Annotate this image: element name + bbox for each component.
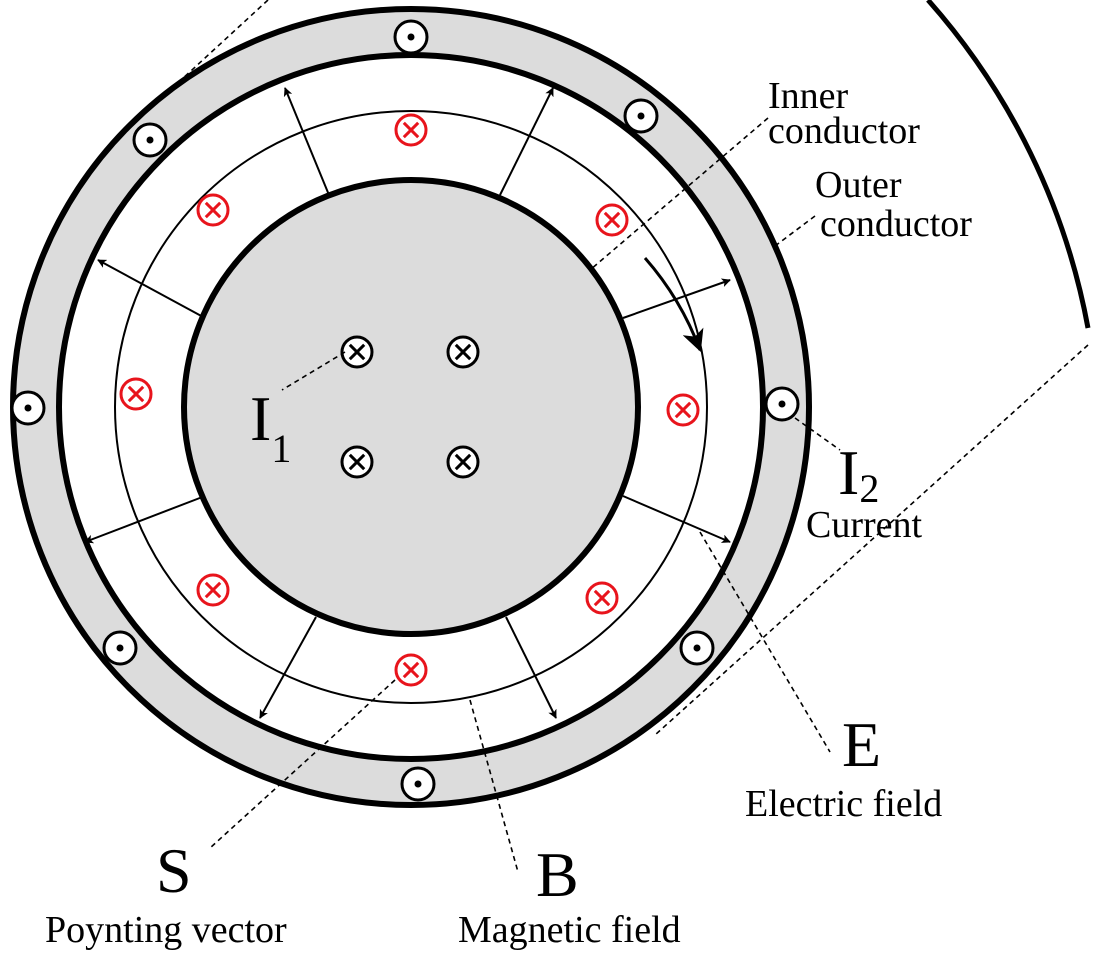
circle-cross-icon (196, 573, 230, 607)
inner-conductor-label: Inner conductor (768, 75, 920, 152)
circle-cross-icon (446, 335, 480, 369)
circle-dot-icon (132, 122, 168, 158)
radial-arrow (84, 495, 206, 544)
radial-arrow (622, 278, 731, 319)
circle-dot-icon (764, 386, 800, 422)
circle-cross-icon (585, 581, 619, 615)
inner-current-markers (340, 335, 480, 479)
radial-arrow (97, 259, 206, 319)
i2-label: I2 (838, 437, 879, 511)
leader-e (699, 531, 831, 753)
circle-cross-icon (666, 393, 700, 427)
radial-arrows (84, 87, 731, 719)
circle-dot-icon (102, 630, 138, 666)
current-label: Current (806, 504, 923, 546)
circle-dot-icon (10, 390, 46, 426)
magnetic-field-circle (114, 110, 708, 704)
leader-b (469, 699, 519, 873)
inner-conductor (181, 177, 641, 637)
leader-arc (654, 344, 1089, 736)
circle-dot-icon (623, 98, 659, 134)
circle-cross-icon (340, 445, 374, 479)
circle-cross-icon (340, 335, 374, 369)
magnetic-field-direction-arrow (643, 257, 704, 353)
circle-cross-icon (196, 193, 230, 227)
leader-top-left (117, 0, 269, 139)
radial-arrow (259, 616, 317, 719)
outer-current-markers (10, 19, 800, 802)
circle-dot-icon (679, 630, 715, 666)
circle-dot-icon (393, 19, 429, 55)
circle-cross-icon (446, 445, 480, 479)
electric-field-label: Electric field (745, 783, 942, 825)
outer-conductor-label: Outer conductor (815, 164, 972, 245)
leader-lines (117, 0, 1089, 873)
poynting-vector-label: Poynting vector (45, 909, 287, 951)
radial-arrow (499, 87, 554, 196)
e-label: E (842, 709, 881, 780)
s-label: S (156, 835, 192, 906)
radial-arrow (622, 495, 731, 543)
magnetic-field-label: Magnetic field (458, 909, 681, 951)
i1-label: I1 (250, 383, 291, 471)
circle-cross-icon (595, 203, 629, 237)
radial-arrow (283, 87, 330, 196)
b-label: B (536, 839, 579, 910)
outer-arc (926, 0, 1091, 329)
leader-s (209, 679, 396, 849)
leader-i2 (794, 417, 841, 451)
leader-inner-conductor (589, 117, 769, 271)
radial-arrow (505, 616, 557, 719)
circle-cross-icon (394, 653, 428, 687)
leader-i1 (281, 351, 346, 391)
circle-dot-icon (400, 766, 436, 802)
magnetic-field-markers (119, 113, 700, 687)
circle-cross-icon (394, 113, 428, 147)
circle-cross-icon (119, 377, 153, 411)
leader-outer-conductor (774, 215, 816, 247)
